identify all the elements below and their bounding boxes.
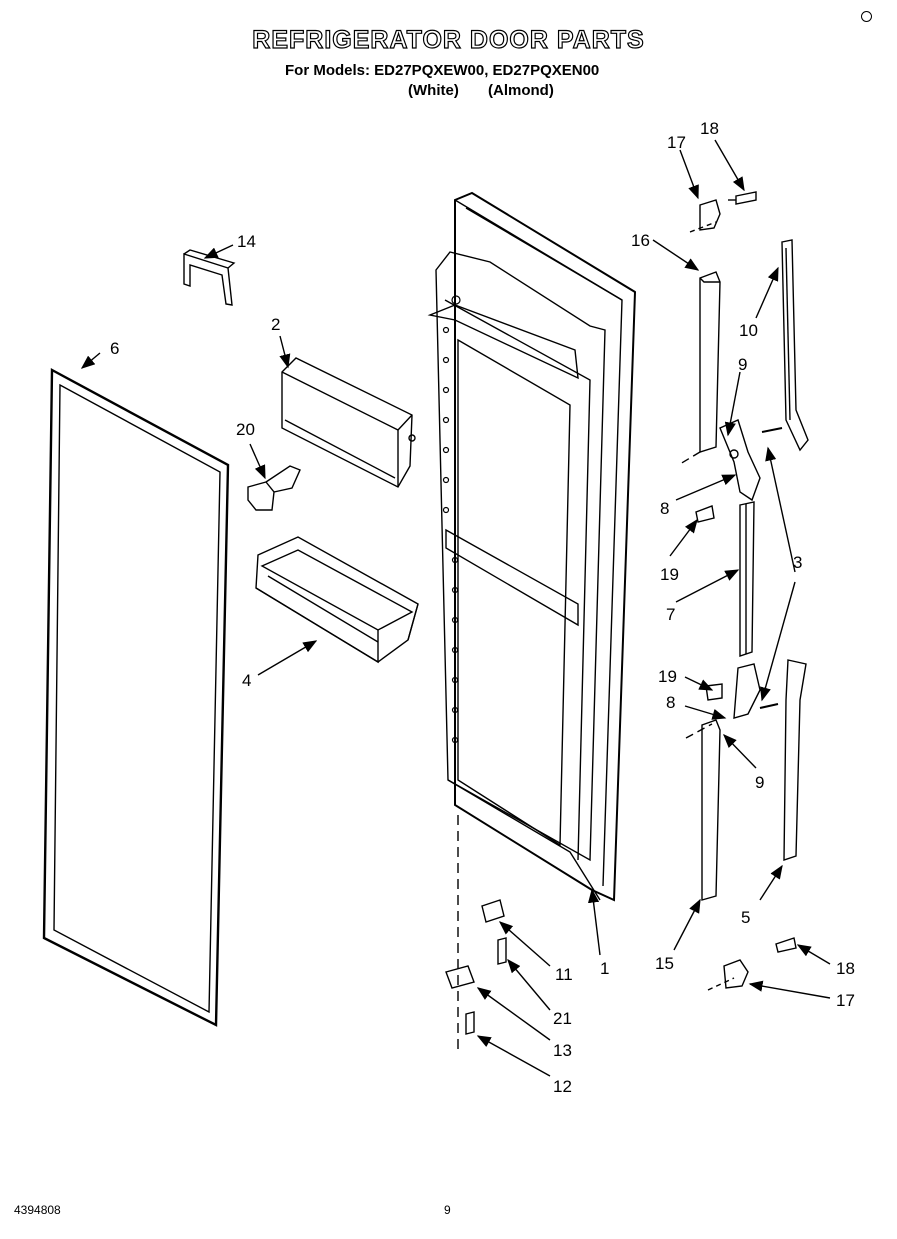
callout-15: 15 (655, 954, 674, 973)
callout-labels: 6 14 2 20 4 17 18 16 10 9 8 19 7 3 19 8 … (110, 119, 855, 1096)
callout-2: 2 (271, 315, 280, 334)
callout-20: 20 (236, 420, 255, 439)
callout-7: 7 (666, 605, 675, 624)
callout-9-upper: 9 (738, 355, 747, 374)
callout-10: 10 (739, 321, 758, 340)
callout-3: 3 (793, 553, 802, 572)
callout-1: 1 (600, 959, 609, 978)
upper-handle-end-part (781, 239, 809, 452)
page-number: 9 (444, 1203, 451, 1217)
callout-21: 21 (553, 1009, 572, 1028)
callout-6: 6 (110, 339, 119, 358)
document-number: 4394808 (14, 1203, 61, 1217)
upper-screw-19-part (695, 505, 715, 523)
callout-9-lower: 9 (755, 773, 764, 792)
corner-registration-mark (861, 11, 872, 22)
callout-19-lower: 19 (658, 667, 677, 686)
callout-18-lower: 18 (836, 959, 855, 978)
door-bin-part (255, 536, 419, 664)
retainer-clip-part (247, 465, 301, 511)
upper-screw-part (728, 191, 757, 205)
bracket-part (183, 249, 236, 306)
variant-white: (White) (408, 82, 459, 99)
callout-leaders (80, 139, 831, 1077)
callout-5: 5 (741, 908, 750, 927)
upper-hinge-bracket-part (719, 419, 783, 502)
callout-16: 16 (631, 231, 650, 250)
variant-almond: (Almond) (488, 82, 554, 99)
upper-end-cap-part (689, 199, 721, 233)
dairy-door-part (281, 357, 416, 488)
page-title: REFRIGERATOR DOOR PARTS (252, 25, 645, 54)
callout-18-upper: 18 (700, 119, 719, 138)
callout-4: 4 (242, 671, 251, 690)
callout-17-lower: 17 (836, 991, 855, 1010)
lower-screw-part (775, 937, 797, 953)
upper-handle-part (679, 271, 721, 465)
lower-handle-end-part (783, 659, 807, 861)
lower-handle-part (685, 719, 721, 901)
door-gasket-part (42, 368, 230, 1027)
lower-handle-cap-part (705, 663, 779, 719)
callout-14: 14 (237, 232, 256, 251)
middle-handle-part (739, 501, 755, 657)
callout-11: 11 (555, 965, 573, 984)
callout-17-upper: 17 (667, 133, 686, 152)
callout-8-lower: 8 (666, 693, 675, 712)
callout-13: 13 (553, 1041, 572, 1060)
callout-12: 12 (553, 1077, 572, 1096)
lower-end-cap-part (707, 959, 749, 991)
bottom-hinge-part (445, 899, 507, 1035)
model-numbers: For Models: ED27PQXEW00, ED27PQXEN00 (285, 62, 600, 79)
callout-19-upper: 19 (660, 565, 679, 584)
door-liner-part (427, 191, 637, 1050)
callout-8-upper: 8 (660, 499, 669, 518)
